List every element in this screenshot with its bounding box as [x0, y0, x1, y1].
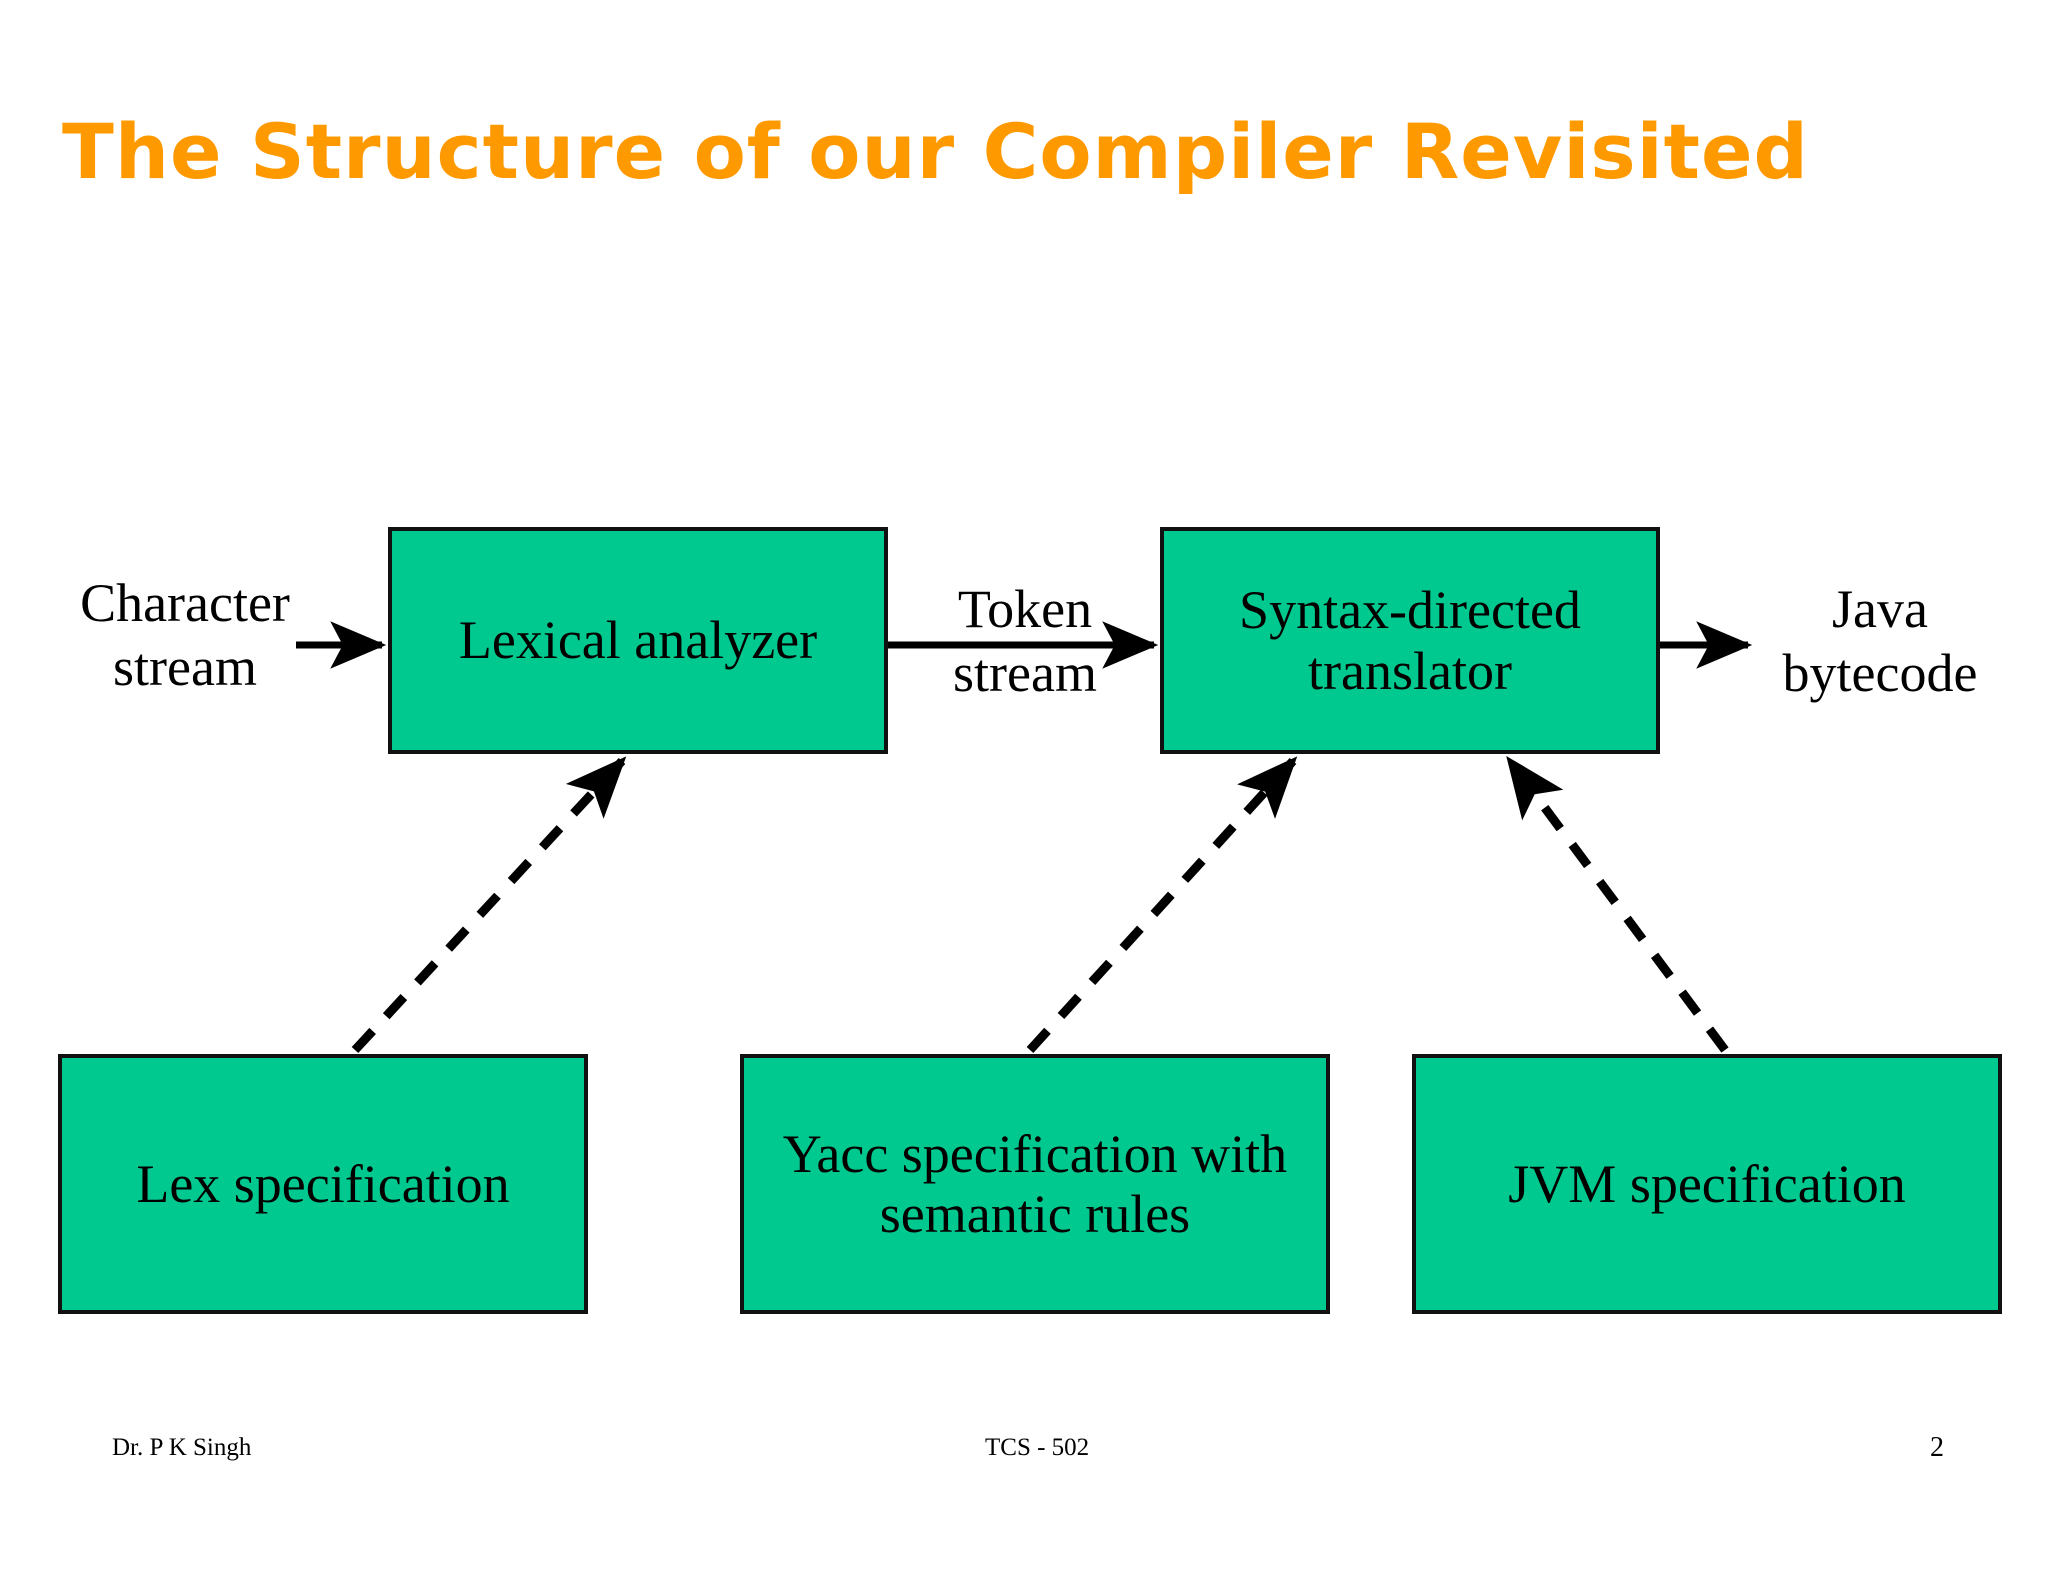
- label-java-bytecode: Java bytecode: [1782, 579, 1978, 703]
- node-lex-specification: Lex specification: [58, 1054, 588, 1314]
- page-title: The Structure of our Compiler Revisited: [62, 107, 1809, 196]
- node-yacc-specification: Yacc specification with semantic rules: [740, 1054, 1330, 1314]
- label-character-stream: Character stream: [80, 573, 290, 697]
- node-lexical-analyzer: Lexical analyzer: [388, 527, 888, 754]
- label-token-stream: Token stream: [953, 579, 1097, 703]
- dashed-arrow-lex-specification-to-lexical-analyzer: [351, 756, 627, 1054]
- node-jvm-specification: JVM specification: [1412, 1054, 2002, 1314]
- node-syntax-directed-translator: Syntax-directed translator: [1160, 527, 1660, 754]
- footer-author: Dr. P K Singh: [112, 1434, 252, 1461]
- dashed-arrow-yacc-specification-to-syntax-directed-translator: [1026, 756, 1298, 1054]
- footer-course-code: TCS - 502: [985, 1434, 1090, 1461]
- footer-page-number: 2: [1930, 1432, 1944, 1463]
- dashed-arrow-jvm-specification-to-syntax-directed-translator: [1506, 755, 1729, 1053]
